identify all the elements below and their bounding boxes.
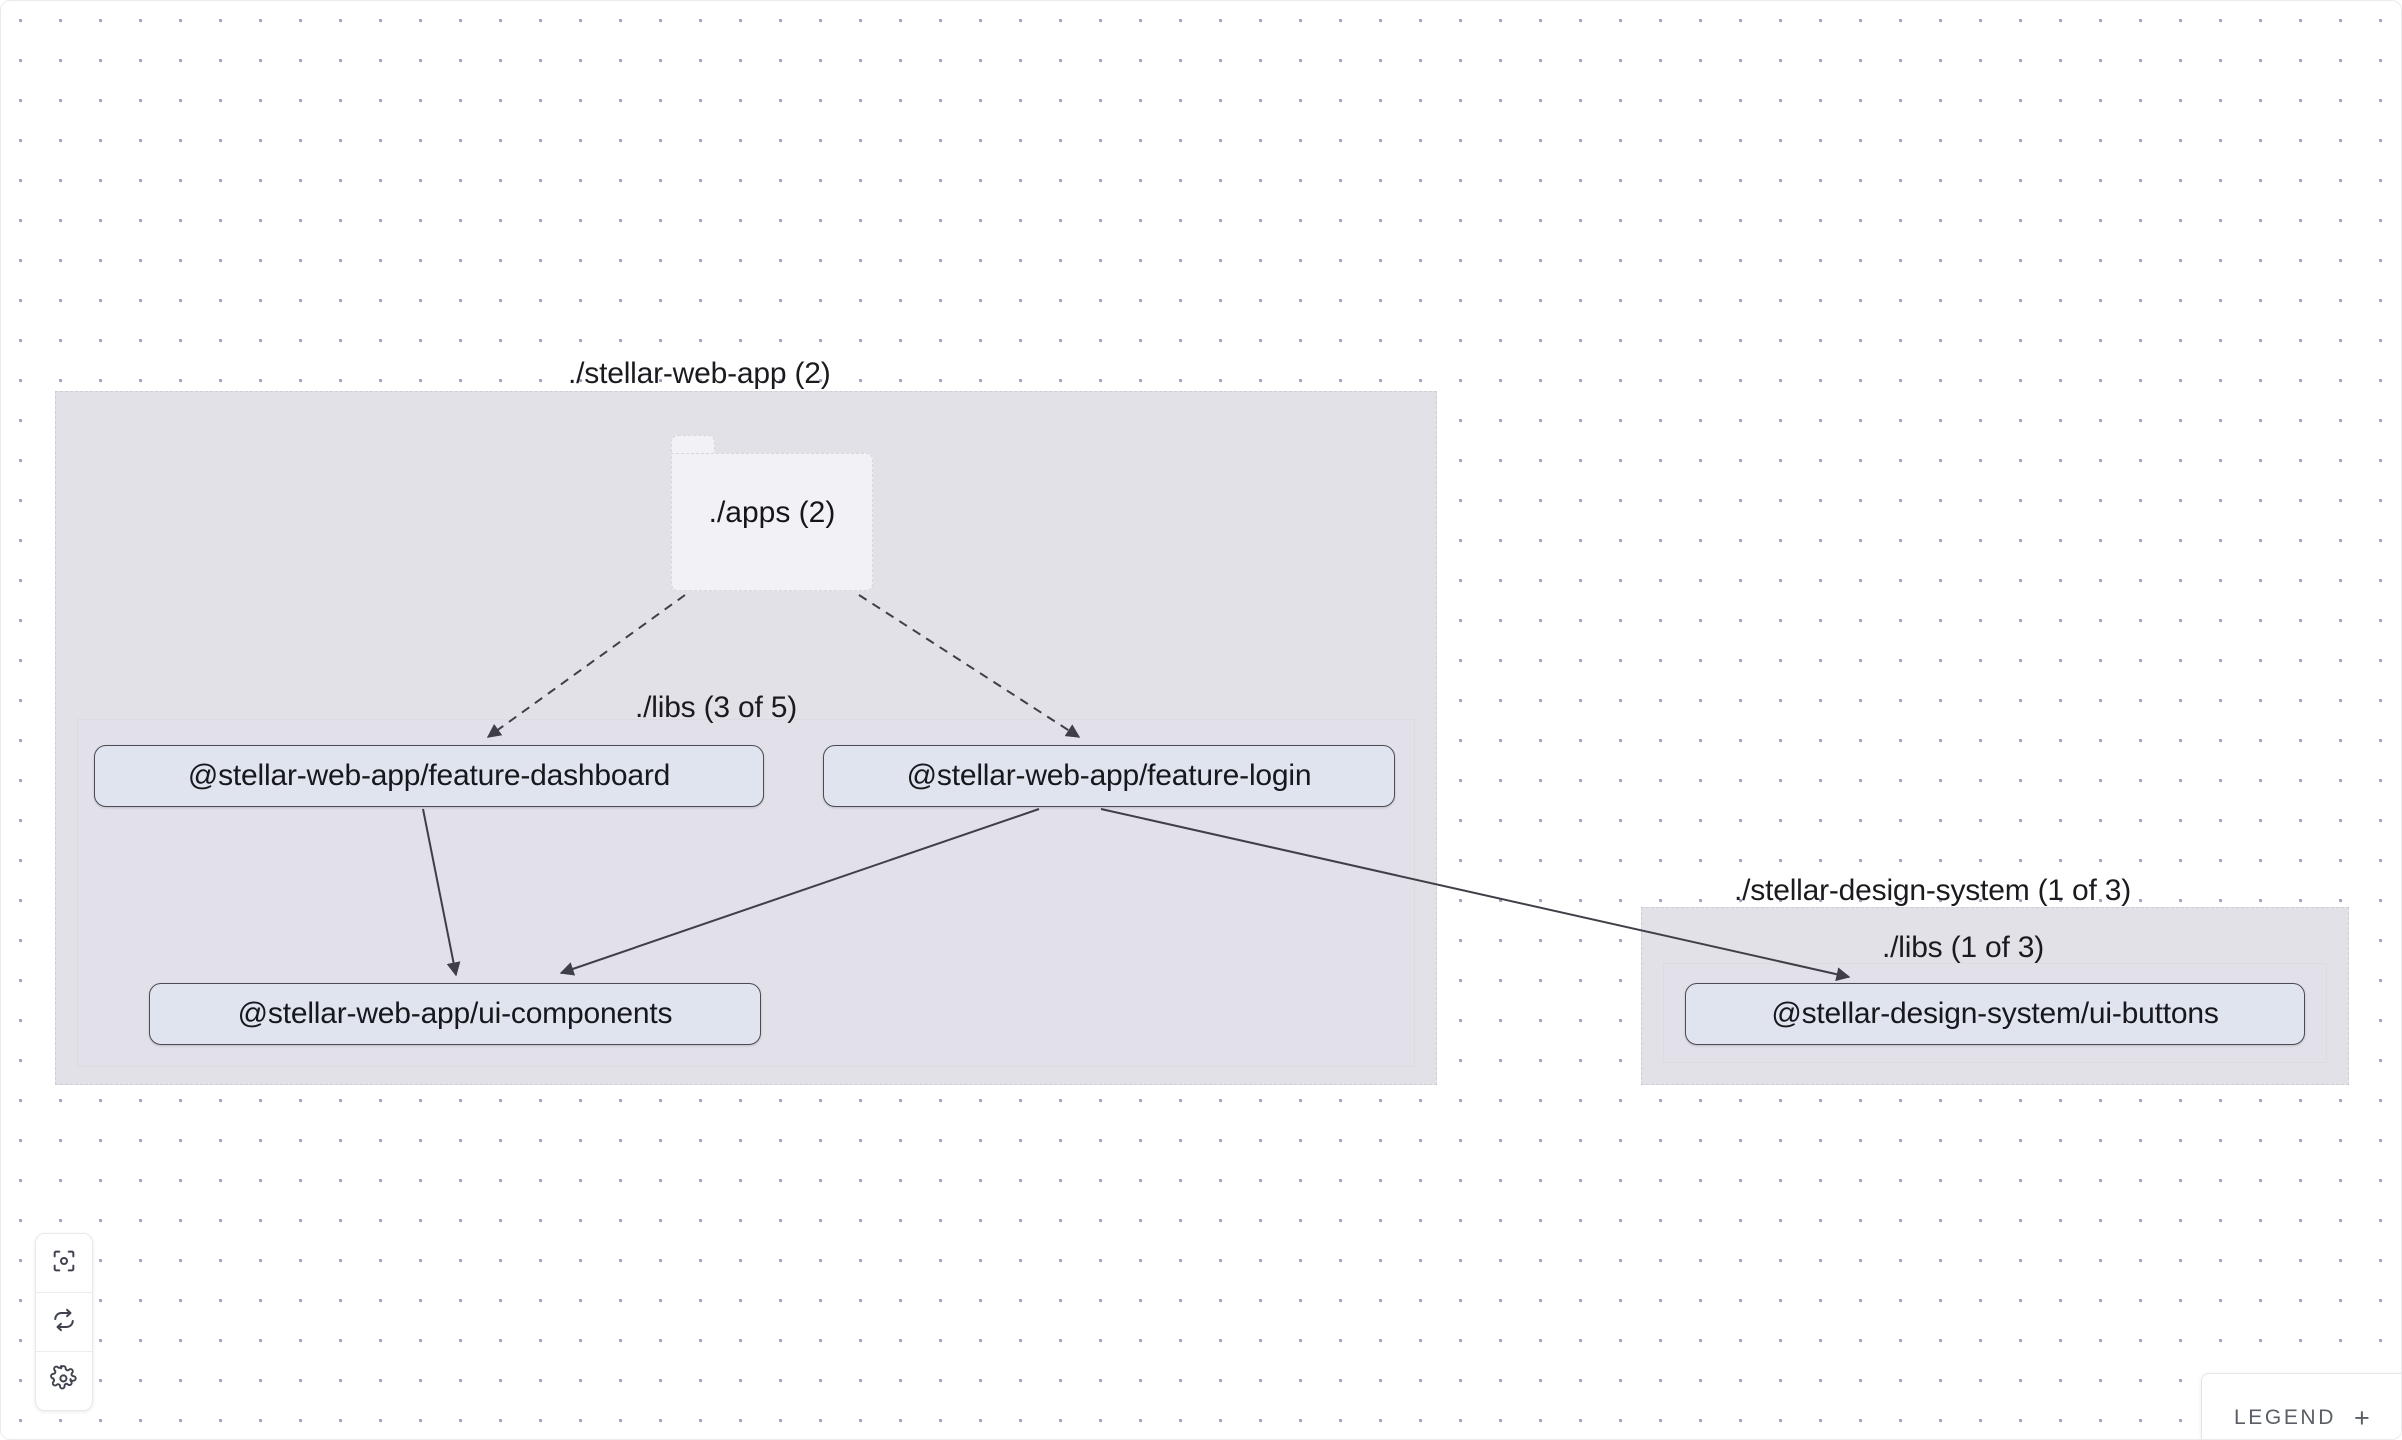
folder-label-apps: ./apps (2): [708, 496, 836, 529]
legend-expand-icon[interactable]: +: [2353, 1402, 2370, 1433]
node-label-feature-dashboard: @stellar-web-app/feature-dashboard: [187, 759, 671, 792]
node-ui-buttons[interactable]: @stellar-design-system/ui-buttons: [1685, 983, 2305, 1045]
legend-panel[interactable]: LEGEND +: [2201, 1373, 2401, 1439]
node-feature-login[interactable]: @stellar-web-app/feature-login: [823, 745, 1395, 807]
folder-body: [671, 453, 873, 591]
group-label-stellar-web-app-libs: ./libs (3 of 5): [635, 691, 798, 724]
focus-target-button[interactable]: [36, 1234, 92, 1293]
legend-label: LEGEND: [2234, 1406, 2336, 1429]
group-label-stellar-design-system: ./stellar-design-system (1 of 3): [1734, 874, 2132, 907]
refresh-icon: [50, 1306, 78, 1339]
settings-button[interactable]: [36, 1352, 92, 1410]
node-label-ui-components: @stellar-web-app/ui-components: [237, 997, 673, 1030]
group-label-stellar-web-app: ./stellar-web-app (2): [568, 357, 831, 390]
folder-apps[interactable]: ./apps (2): [671, 435, 873, 591]
node-label-ui-buttons: @stellar-design-system/ui-buttons: [1771, 997, 2219, 1030]
node-ui-components[interactable]: @stellar-web-app/ui-components: [149, 983, 761, 1045]
node-label-feature-login: @stellar-web-app/feature-login: [906, 759, 1312, 792]
refresh-button[interactable]: [36, 1293, 92, 1352]
folder-tab-icon: [671, 435, 715, 458]
focus-target-icon: [50, 1247, 78, 1280]
canvas-controls-panel[interactable]: [35, 1233, 93, 1411]
gear-icon: [50, 1364, 78, 1398]
group-label-stellar-design-system-libs: ./libs (1 of 3): [1882, 931, 2045, 964]
node-feature-dashboard[interactable]: @stellar-web-app/feature-dashboard: [94, 745, 764, 807]
